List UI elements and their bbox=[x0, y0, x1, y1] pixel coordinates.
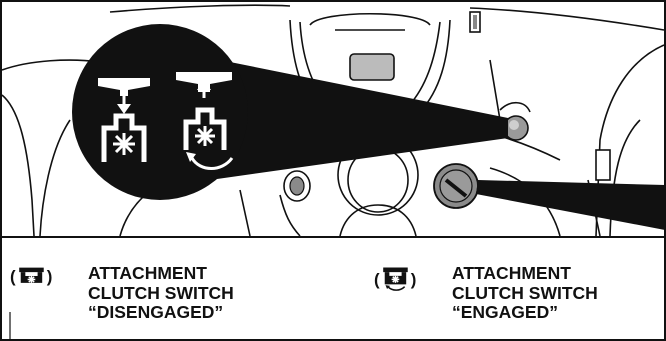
svg-text:): ) bbox=[47, 267, 53, 286]
legend-engaged-line-3: “ENGAGED” bbox=[452, 302, 558, 322]
magnified-callout bbox=[72, 24, 248, 200]
rotation-arrow-icon bbox=[190, 157, 234, 170]
disengaged-symbol bbox=[98, 78, 150, 162]
clutch-switch-engaged-icon: ( ) bbox=[374, 267, 417, 291]
legend-disengaged-label: ATTACHMENT CLUTCH SWITCH “DISENGAGED” bbox=[88, 263, 234, 323]
ignition-callout-pointer bbox=[476, 180, 665, 230]
legend-disengaged-line-3: “DISENGAGED” bbox=[88, 302, 224, 322]
asterisk-icon bbox=[195, 126, 215, 146]
legend-disengaged: ( ) ATTACHMENT CLUTCH SWITCH “DISENGAGED… bbox=[10, 262, 270, 332]
legend-disengaged-line-1: ATTACHMENT bbox=[88, 263, 207, 283]
legend-engaged-line-2: CLUTCH SWITCH bbox=[452, 282, 598, 303]
svg-text:): ) bbox=[411, 270, 417, 289]
svg-text:(: ( bbox=[374, 270, 380, 289]
asterisk-icon bbox=[113, 133, 135, 155]
throttle-knob bbox=[283, 170, 311, 202]
legend-engaged-label: ATTACHMENT CLUTCH SWITCH “ENGAGED” bbox=[452, 263, 598, 323]
legend-engaged: ( ) ATTACHMENT CLUTCH SWITCH “ENGAGED” bbox=[374, 262, 654, 332]
legend-engaged-line-1: ATTACHMENT bbox=[452, 263, 571, 283]
svg-text:(: ( bbox=[10, 267, 16, 286]
clutch-switch-disengaged-icon: ( ) bbox=[10, 267, 53, 286]
legend-disengaged-line-2: CLUTCH SWITCH bbox=[88, 282, 234, 303]
callout-pointer bbox=[210, 62, 508, 180]
attachment-clutch-switch bbox=[503, 115, 529, 141]
ignition-knob bbox=[433, 163, 479, 209]
engaged-symbol bbox=[176, 72, 234, 170]
